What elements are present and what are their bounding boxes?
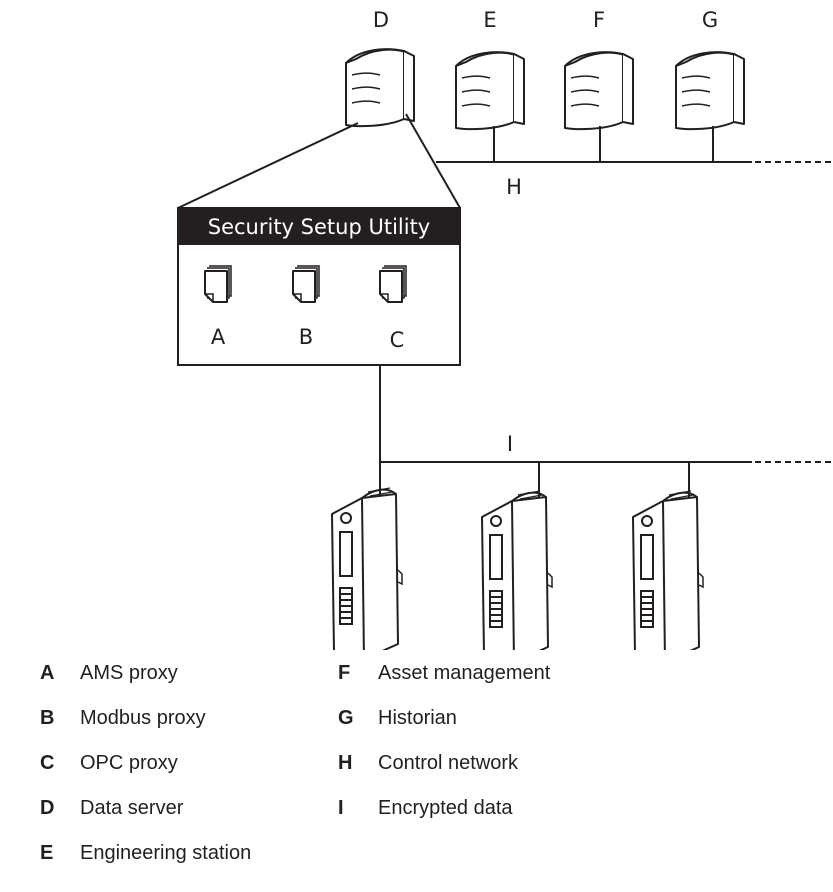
server-g-label: G [702, 8, 718, 32]
legend-text: OPC proxy [80, 752, 178, 774]
legend-text: Modbus proxy [80, 707, 206, 729]
field-device-icon [481, 490, 553, 650]
legend-text: Engineering station [80, 842, 252, 864]
legend-text: Control network [378, 752, 519, 774]
opc-proxy-file-icon [379, 265, 407, 303]
legend-text: Asset management [378, 662, 551, 684]
modbus-proxy-file-icon [292, 265, 320, 303]
file-c-label: C [390, 328, 405, 352]
file-a-label: A [211, 325, 226, 349]
callout-lines [177, 113, 461, 209]
legend-key: I [338, 797, 344, 819]
server-f-label: F [593, 8, 605, 32]
encrypted-data-line [379, 366, 752, 498]
legend-key: H [338, 752, 353, 774]
security-setup-utility-title: Security Setup Utility [208, 215, 430, 239]
data-server-icon [345, 48, 415, 128]
legend-key: C [40, 752, 55, 774]
historian-icon [675, 51, 745, 131]
legend-text: Encrypted data [378, 797, 513, 819]
legend-key: B [40, 707, 55, 729]
legend-text: Data server [80, 797, 184, 819]
file-b-label: B [299, 325, 313, 349]
legend-key: G [338, 707, 354, 729]
legend-key: E [40, 842, 54, 864]
control-network-line [436, 126, 752, 163]
ams-proxy-file-icon [204, 265, 232, 303]
legend-key: F [338, 662, 351, 684]
legend-key: D [40, 797, 55, 819]
control-network-label: H [506, 175, 522, 199]
engineering-station-icon [455, 51, 525, 131]
encrypted-data-label: I [507, 432, 513, 456]
field-device-icon [632, 490, 704, 650]
field-device-icon [331, 487, 403, 650]
legend-text: AMS proxy [80, 662, 178, 684]
server-e-label: E [483, 8, 496, 32]
legend-key: A [40, 662, 55, 684]
asset-management-icon [564, 51, 634, 131]
legend-text: Historian [378, 707, 457, 729]
server-d-label: D [373, 8, 389, 32]
network-diagram: D E F G H Security Setup Utility A B C I [177, 8, 833, 650]
